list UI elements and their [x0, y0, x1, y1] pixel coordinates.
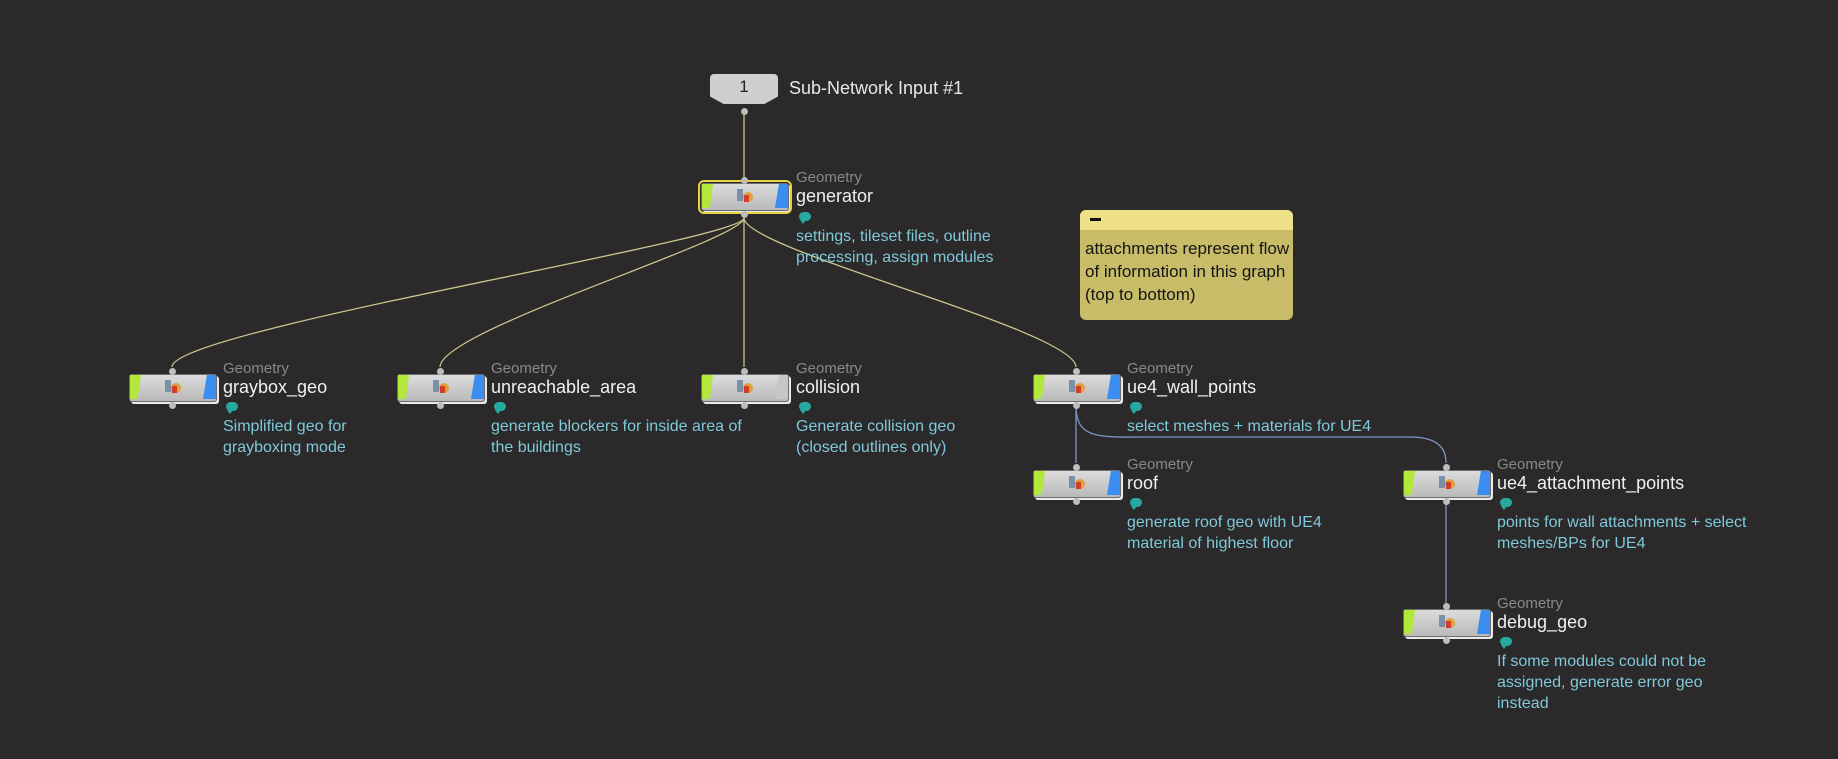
geometry-icon — [734, 186, 756, 206]
output-port[interactable] — [169, 402, 176, 409]
comment-bubble-icon[interactable] — [1130, 498, 1142, 510]
node-ue4-attachment-points[interactable] — [1403, 464, 1491, 505]
node-type-label: Geometry — [491, 360, 557, 377]
bypass-flag[interactable] — [1034, 471, 1045, 495]
display-flag[interactable] — [1107, 375, 1120, 399]
node-name-ue4-wall-points[interactable]: ue4_wall_points — [1127, 377, 1257, 397]
geometry-icon — [1066, 473, 1088, 493]
node-comment-collision: Generate collision geo (closed outlines … — [796, 418, 956, 456]
geometry-icon — [430, 377, 452, 397]
geometry-icon — [734, 377, 756, 397]
node-comment-ue4-wall-points: select meshes + materials for UE4 — [1127, 418, 1372, 435]
node-ue4-wall-points[interactable] — [1033, 368, 1121, 409]
bypass-flag[interactable] — [702, 375, 713, 399]
geometry-icon — [1436, 473, 1458, 493]
node-graybox-geo[interactable] — [129, 368, 217, 409]
node-name-collision[interactable]: collision — [796, 377, 861, 397]
comment-bubble-icon[interactable] — [494, 402, 506, 414]
node-name-debug-geo[interactable]: debug_geo — [1497, 612, 1588, 632]
bypass-flag[interactable] — [1404, 610, 1415, 634]
input-port[interactable] — [437, 368, 444, 375]
sticky-note-title-bar[interactable] — [1080, 210, 1293, 230]
collapse-icon[interactable] — [1090, 218, 1101, 221]
output-port[interactable] — [1073, 402, 1080, 409]
node-comment-generator: settings, tileset files, outline process… — [796, 228, 994, 266]
comment-bubble-icon[interactable] — [226, 402, 238, 414]
bypass-flag[interactable] — [130, 375, 141, 399]
subnet-input-label: Sub-Network Input #1 — [789, 78, 964, 98]
input-port[interactable] — [169, 368, 176, 375]
input-port[interactable] — [1443, 603, 1450, 610]
node-comment-ue4-attachment-points: points for wall attachments + select mes… — [1497, 514, 1747, 552]
bypass-flag[interactable] — [1034, 375, 1045, 399]
node-debug-geo[interactable] — [1403, 603, 1491, 644]
input-port[interactable] — [741, 368, 748, 375]
node-type-label: Geometry — [796, 169, 862, 186]
geometry-icon — [162, 377, 184, 397]
subnet-input-output-port[interactable] — [741, 108, 748, 115]
display-flag[interactable] — [775, 184, 788, 208]
node-type-label: Geometry — [1127, 456, 1193, 473]
node-type-label: Geometry — [223, 360, 289, 377]
display-flag[interactable] — [1477, 610, 1490, 634]
node-type-label: Geometry — [1497, 595, 1563, 612]
node-comment-unreachable-area: generate blockers for inside area of the… — [491, 418, 742, 456]
input-port[interactable] — [1073, 464, 1080, 471]
display-flag[interactable] — [1107, 471, 1120, 495]
node-roof[interactable] — [1033, 464, 1121, 505]
input-port[interactable] — [741, 177, 748, 184]
display-flag[interactable] — [775, 375, 788, 399]
node-name-ue4-attachment-points[interactable]: ue4_attachment_points — [1497, 473, 1685, 493]
output-port[interactable] — [1073, 498, 1080, 505]
bypass-flag[interactable] — [398, 375, 409, 399]
output-port[interactable] — [1443, 637, 1450, 644]
node-unreachable-area[interactable] — [397, 368, 485, 409]
output-port[interactable] — [741, 211, 748, 218]
node-collision[interactable] — [701, 368, 789, 409]
wire-generator-graybox — [171, 217, 745, 368]
node-comment-roof: generate roof geo with UE4 material of h… — [1127, 514, 1322, 552]
output-port[interactable] — [1443, 498, 1450, 505]
subnet-input-node[interactable]: 1 — [710, 74, 778, 104]
geometry-icon — [1066, 377, 1088, 397]
node-type-label: Geometry — [796, 360, 862, 377]
node-name-graybox-geo[interactable]: graybox_geo — [223, 377, 328, 397]
input-port[interactable] — [1073, 368, 1080, 375]
node-name-generator[interactable]: generator — [796, 186, 874, 206]
node-name-unreachable-area[interactable]: unreachable_area — [491, 377, 637, 397]
subnet-input-index: 1 — [739, 77, 749, 96]
sticky-note[interactable]: attachments represent flow of informatio… — [1080, 210, 1293, 320]
output-port[interactable] — [741, 402, 748, 409]
comment-bubble-icon[interactable] — [1130, 402, 1142, 414]
comment-bubble-icon[interactable] — [799, 402, 811, 414]
display-flag[interactable] — [1477, 471, 1490, 495]
comment-bubble-icon[interactable] — [1500, 637, 1512, 649]
wire-generator-unreachable — [439, 217, 745, 368]
display-flag[interactable] — [471, 375, 484, 399]
output-port[interactable] — [437, 402, 444, 409]
display-flag[interactable] — [203, 375, 216, 399]
node-comment-graybox-geo: Simplified geo for grayboxing mode — [223, 418, 347, 456]
input-port[interactable] — [1443, 464, 1450, 471]
node-type-label: Geometry — [1497, 456, 1563, 473]
node-name-roof[interactable]: roof — [1127, 473, 1159, 493]
sticky-note-text: attachments represent flow of informatio… — [1085, 239, 1290, 304]
node-comment-debug-geo: If some modules could not be assigned, g… — [1497, 653, 1707, 712]
bypass-flag[interactable] — [1404, 471, 1415, 495]
node-generator[interactable] — [698, 177, 792, 218]
comment-bubble-icon[interactable] — [799, 212, 811, 224]
comment-bubble-icon[interactable] — [1500, 498, 1512, 510]
geometry-icon — [1436, 612, 1458, 632]
bypass-flag[interactable] — [702, 184, 713, 208]
node-type-label: Geometry — [1127, 360, 1193, 377]
